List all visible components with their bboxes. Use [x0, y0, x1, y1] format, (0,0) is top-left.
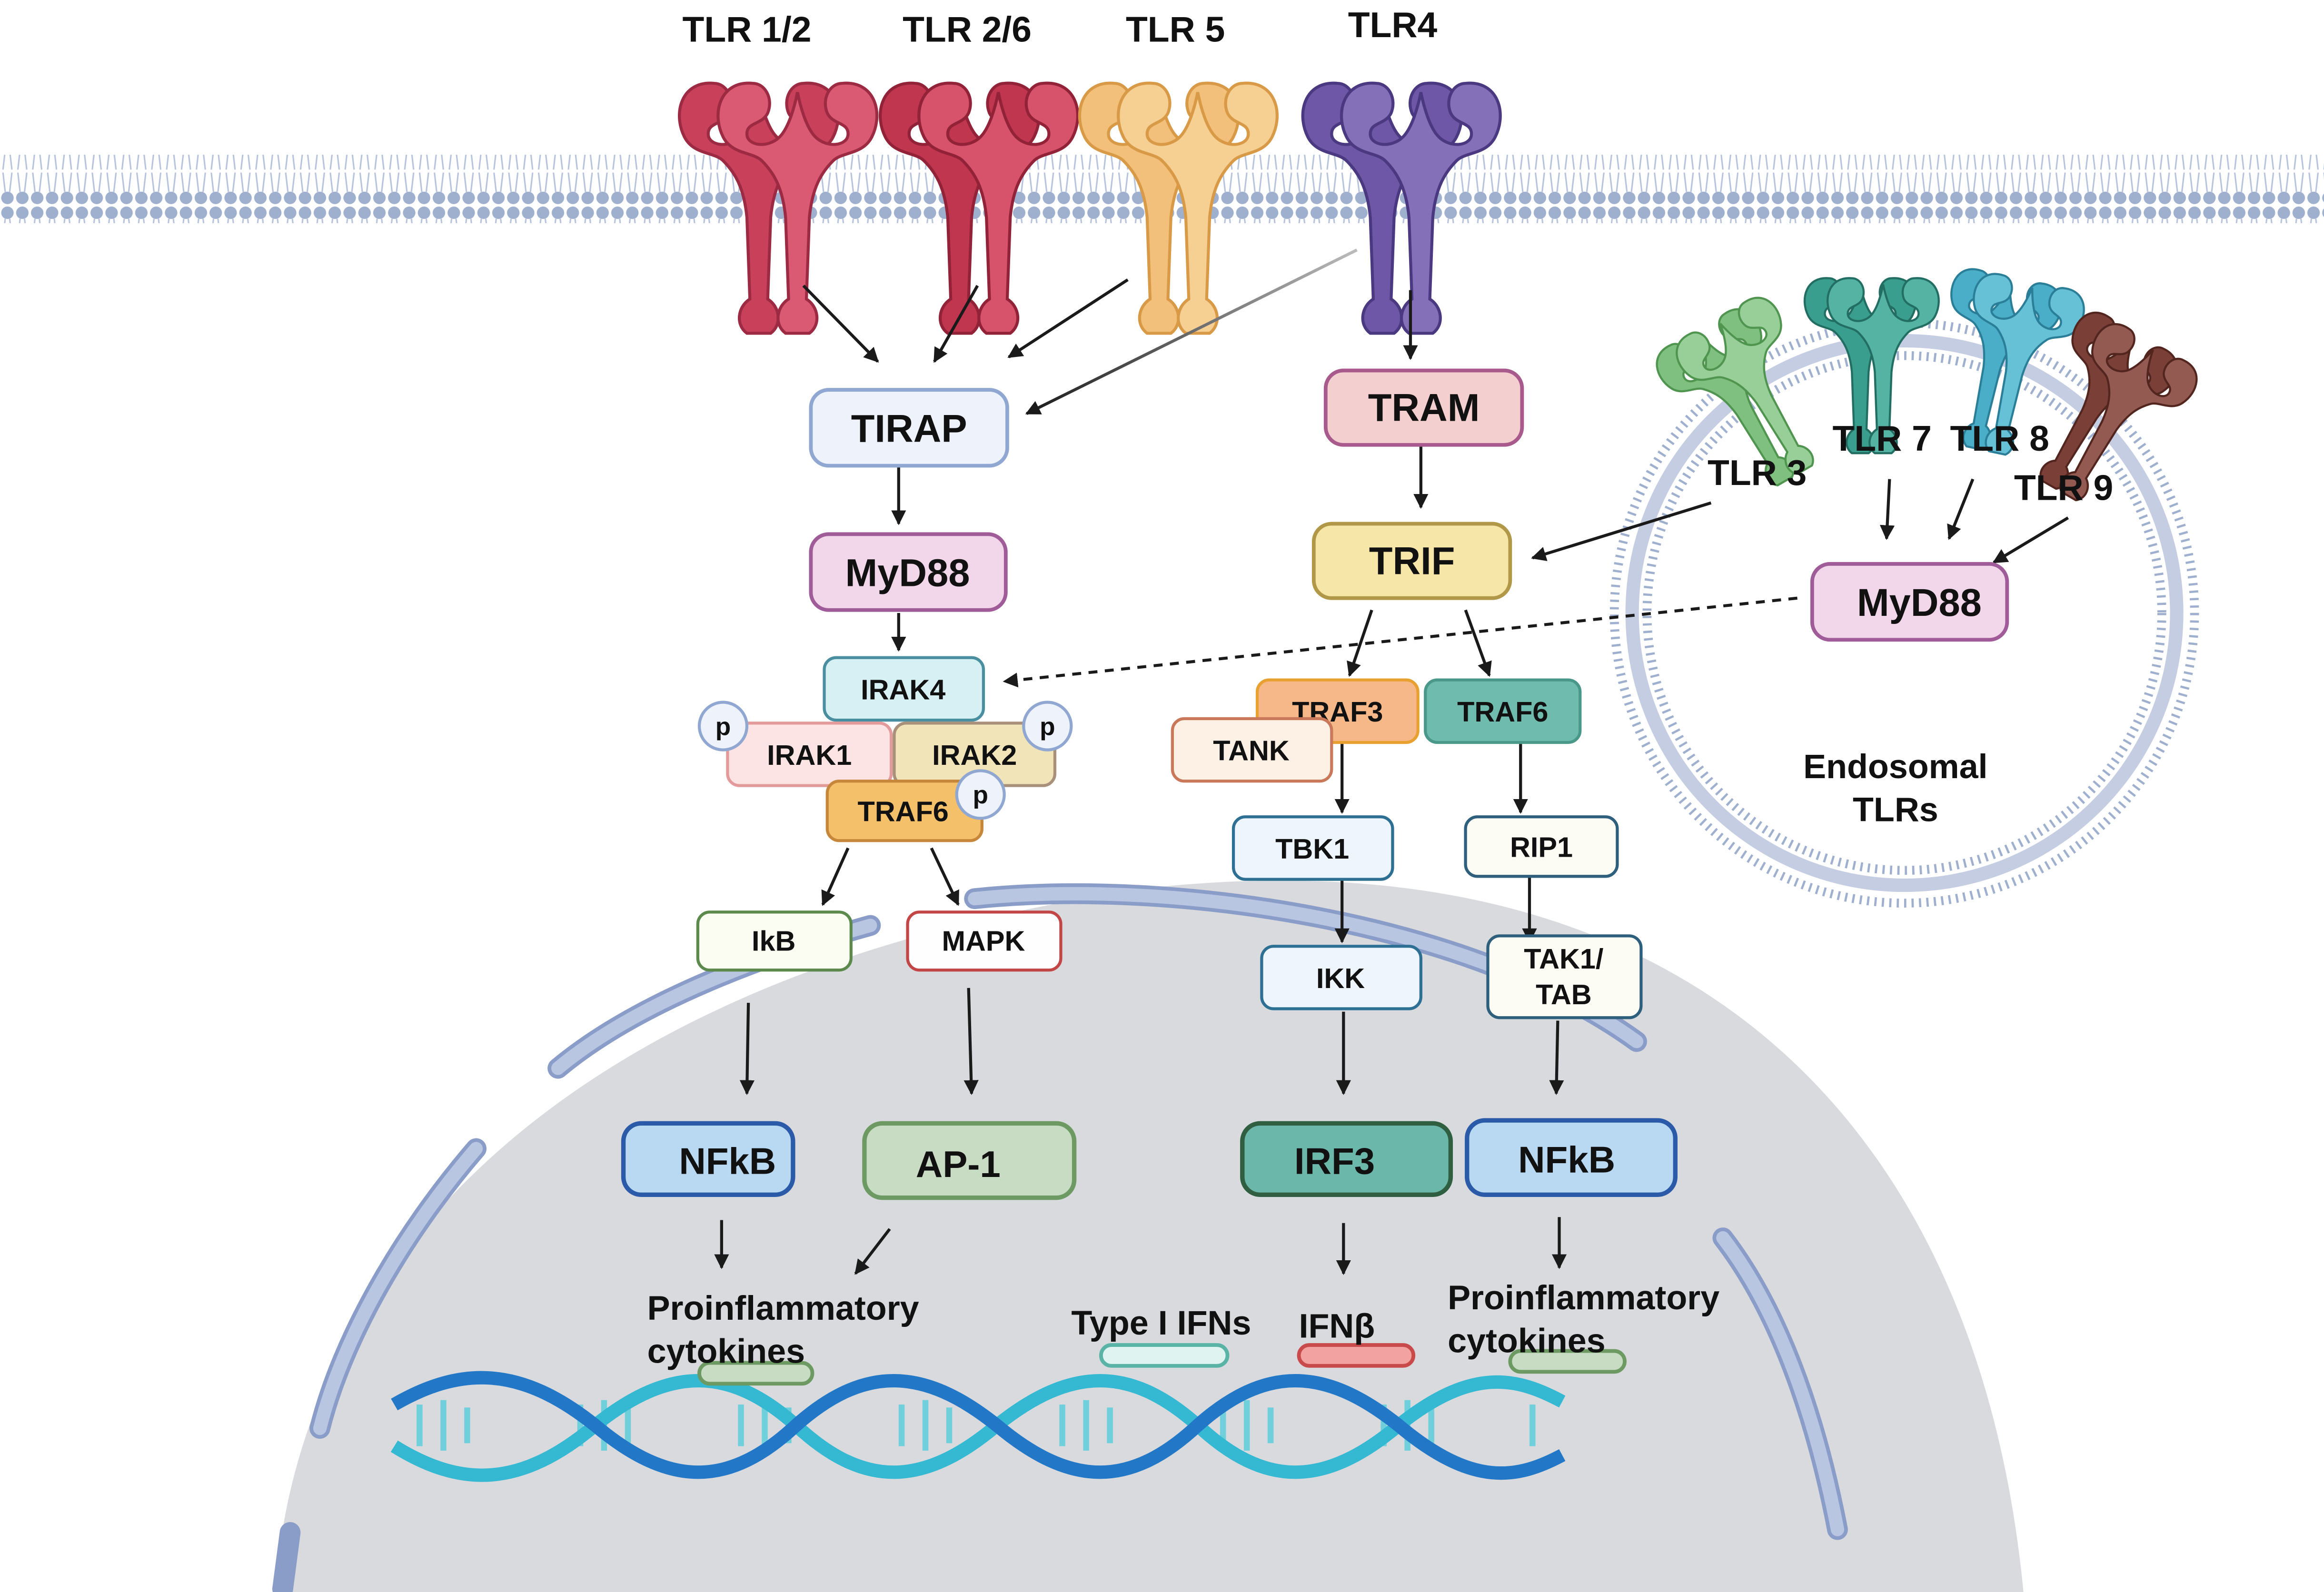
tlr9-label: TLR 9 — [2014, 467, 2113, 507]
endosome — [1609, 318, 2199, 908]
phospho-badge-irak2: p — [1022, 701, 1073, 752]
svg-text:TRAF6: TRAF6 — [1457, 696, 1548, 728]
irak4-box: IRAK4 — [823, 656, 985, 722]
ikb-box: IkB — [696, 910, 853, 972]
svg-text:TAK1/: TAK1/ — [1524, 943, 1603, 975]
svg-text:p: p — [1040, 712, 1055, 741]
cytokines-left-label: cytokines — [647, 1333, 805, 1371]
type1-ifns-label: Type I IFNs — [1071, 1304, 1251, 1342]
tlr5-label: TLR 5 — [1126, 10, 1225, 49]
svg-text:TRAF6: TRAF6 — [858, 796, 949, 828]
nuclear-envelope-segment — [313, 1142, 483, 1435]
svg-text:IRF3: IRF3 — [1294, 1140, 1375, 1182]
traf6-left-box: TRAF6 — [825, 780, 983, 842]
svg-text:IRAK1: IRAK1 — [767, 739, 852, 771]
nuclear-envelope-segment — [272, 1522, 301, 1592]
svg-text:TBK1: TBK1 — [1275, 833, 1349, 865]
endosomal-label-line2: TLRs — [1853, 791, 1938, 829]
svg-text:MyD88: MyD88 — [1857, 581, 1982, 624]
svg-text:IkB: IkB — [752, 925, 795, 957]
tlr8-label: TLR 8 — [1950, 418, 2049, 458]
tram-box: TRAM — [1323, 368, 1524, 447]
svg-text:MAPK: MAPK — [942, 925, 1025, 957]
gene-segment-proinflammatory-right — [1508, 1349, 1627, 1374]
svg-text:NFkB: NFkB — [1518, 1138, 1615, 1180]
tlr3-label: TLR 3 — [1708, 453, 1807, 493]
tank-box: TANK — [1171, 717, 1333, 783]
svg-text:TRIF: TRIF — [1369, 540, 1455, 583]
nfkb-right-box: NFkB — [1465, 1118, 1678, 1197]
proinflammatory-right-label: Proinflammatory — [1448, 1279, 1719, 1317]
svg-text:IRAK4: IRAK4 — [861, 673, 945, 705]
tlr7-label: TLR 7 — [1833, 418, 1932, 458]
svg-text:p: p — [973, 781, 988, 809]
svg-text:TAB: TAB — [1536, 979, 1592, 1010]
proinflammatory-left-label: Proinflammatory — [647, 1289, 919, 1327]
nfkb-left-box: NFkB — [621, 1121, 795, 1197]
irf3-box: IRF3 — [1240, 1121, 1453, 1197]
svg-text:AP-1: AP-1 — [916, 1143, 1001, 1185]
ifnb-label: IFNβ — [1299, 1307, 1375, 1345]
tak1-tab-box: TAK1/ TAB — [1486, 934, 1643, 1019]
svg-text:IRAK2: IRAK2 — [932, 739, 1017, 771]
svg-text:p: p — [715, 712, 731, 741]
tlr4-label: TLR4 — [1348, 5, 1438, 45]
gene-segment-ifnb — [1297, 1343, 1416, 1368]
gene-segment-type1-ifns — [1099, 1343, 1230, 1368]
myd88-box: MyD88 — [809, 532, 1008, 612]
signal-arrows — [714, 248, 2069, 1276]
nucleus — [272, 880, 2024, 1592]
svg-text:TANK: TANK — [1213, 734, 1290, 766]
endosomal-label-line1: Endosomal — [1803, 748, 1987, 786]
tlr26-label: TLR 2/6 — [903, 10, 1032, 49]
svg-text:RIP1: RIP1 — [1510, 831, 1573, 863]
ap1-box: AP-1 — [862, 1121, 1077, 1200]
tbk1-box: TBK1 — [1232, 815, 1394, 881]
nuclear-envelope-segment — [1716, 1231, 1845, 1536]
svg-text:MyD88: MyD88 — [845, 552, 970, 595]
tlr12-label: TLR 1/2 — [683, 10, 812, 49]
tirap-box: TIRAP — [809, 388, 1009, 468]
traf6-right-box: TRAF6 — [1424, 678, 1582, 744]
mapk-box: MAPK — [906, 910, 1063, 972]
ikk-box: IKK — [1260, 945, 1422, 1010]
svg-text:IKK: IKK — [1316, 962, 1365, 994]
endosomal-myd88-box: MyD88 — [1810, 562, 2009, 642]
gene-segment-proinflammatory-left — [697, 1361, 814, 1386]
phospho-badge-traf6: p — [955, 769, 1006, 820]
phospho-badge-irak1: p — [697, 701, 749, 752]
irak1-box: IRAK1 — [726, 722, 893, 787]
svg-text:TRAM: TRAM — [1368, 386, 1480, 430]
trif-box: TRIF — [1311, 522, 1512, 600]
cytokines-right-label: cytokines — [1448, 1322, 1606, 1360]
svg-text:NFkB: NFkB — [679, 1140, 776, 1182]
dna-helix-icon — [390, 1371, 1566, 1482]
rip1-box: RIP1 — [1464, 815, 1619, 878]
svg-text:TIRAP: TIRAP — [851, 407, 967, 450]
irak2-box: IRAK2 — [893, 722, 1057, 787]
